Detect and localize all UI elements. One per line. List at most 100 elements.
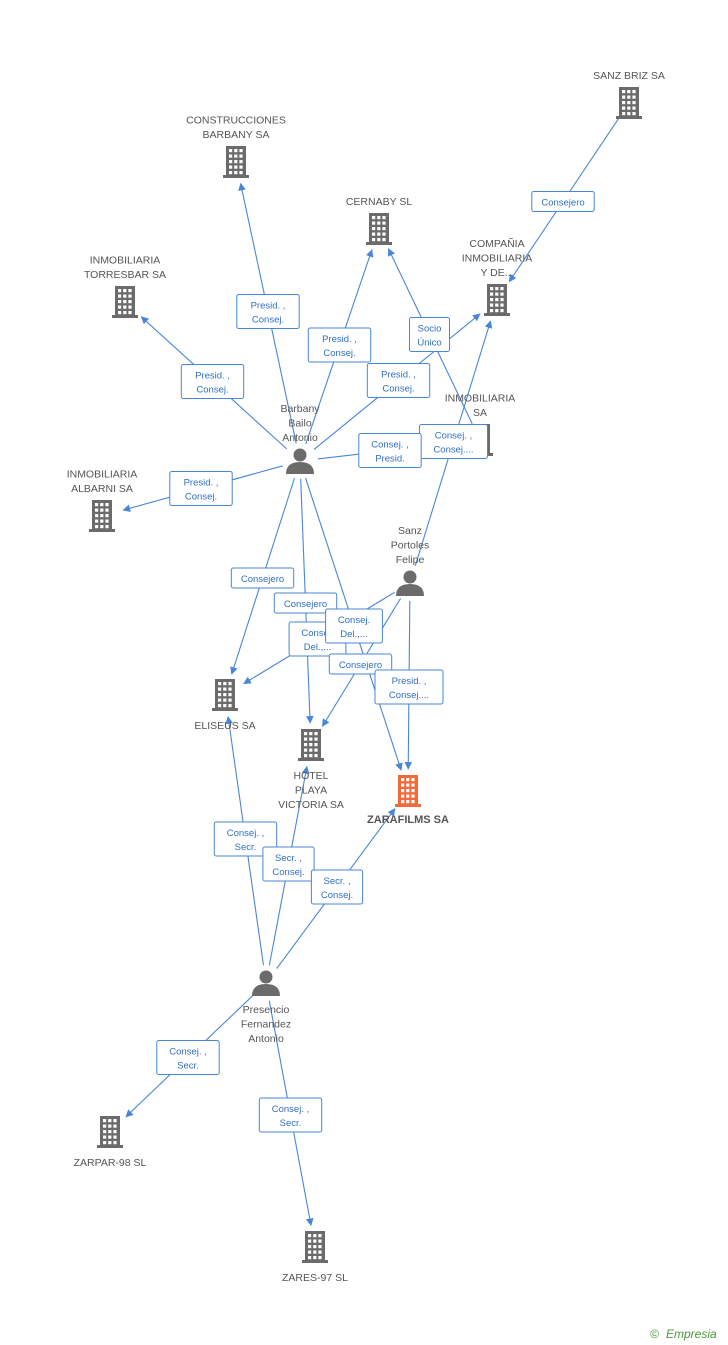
node-cernaby[interactable]: CERNABY SL [346,196,412,245]
edge-label-text: Presid. , [184,478,219,489]
edge-label-text: Consej. [185,492,217,503]
edge-label-text: Secr. , [324,876,351,887]
edge-label-text: Consej. [338,615,370,626]
node-label: Antonio [248,1033,284,1045]
edge-label-text: Consej. , [435,431,473,442]
edge-label-presencio-to-zarafilms[interactable]: Secr. , Consej. [310,869,364,905]
edge-label-text: Consejero [241,574,284,585]
node-label: ALBARNI SA [71,483,133,495]
edge-label-presencio-to-zares[interactable]: Consej. ,Secr. [258,1097,323,1133]
edge-label-text: Presid. , [251,301,286,312]
building-icon [616,87,642,119]
building-icon [302,1231,328,1263]
edge-label-barbany-to-albarni[interactable]: Presid. , Consej. [169,471,233,506]
edge-label-barbany-to-compania[interactable]: Presid. , Consej. [366,363,431,398]
node-label: CERNABY SL [346,196,412,208]
edge-label-text: Consej. , [169,1047,207,1058]
node-zarpar[interactable]: ZARPAR-98 SL [74,1116,147,1169]
edge-label-text: Secr. [177,1061,199,1072]
edge-label-text: Consej. [382,384,414,395]
edge-label-sanz_portoles-to-compania[interactable]: Consej. ,Consej.... [419,424,488,459]
node-label: PLAYA [295,785,327,797]
node-zarafilms[interactable]: ZARAFILMS SA [367,775,449,826]
edge-label-text: Consejero [284,599,327,610]
edge-label-box [307,327,372,363]
edge-label-barbany-to-cernaby[interactable]: Presid. ,Consej. [307,327,372,363]
node-label: Portoles [391,540,430,552]
edge-label-text: Consej. [323,348,355,359]
node-label: TORRESBAR SA [84,269,166,281]
node-label: ZARES-97 SL [282,1272,348,1284]
edge-label-box [374,669,444,705]
edge-label-text: Consej.... [389,690,429,701]
node-label: INMOBILIARIA [445,393,516,405]
edge-label-box [236,294,300,329]
building-icon [223,146,249,178]
footer-logo: © Empresia [650,1327,717,1341]
node-label: Felipe [396,554,425,566]
node-label: Bailo [288,418,312,430]
edge-label-text: Consej. [252,315,284,326]
edge-label-text: Presid. [375,454,405,465]
edge-label-barbany-to-inmob_sa[interactable]: Consej. ,Presid. [358,433,422,468]
node-label: SANZ BRIZ SA [593,70,665,82]
node-label: Barbany [280,403,320,415]
edge-label-barbany-to-hotel[interactable]: Consejero [273,592,338,614]
node-torresbar[interactable]: INMOBILIARIA TORRESBAR SA [84,255,166,319]
building-icon [112,286,138,318]
node-label: CONSTRUCCIONES [186,115,286,127]
edge-label-box [180,364,245,399]
building-icon [484,284,510,316]
edge-label-barbany-to-construcciones[interactable]: Presid. , Consej. [236,294,300,329]
node-label: BARBANY SA [203,129,270,141]
edge-label-presencio-to-eliseus[interactable]: Consej. ,Secr. [213,821,278,857]
edge-label-sanz_portoles-to-zarafilms[interactable]: Presid. ,Consej.... [374,669,444,705]
node-label: INMOBILIARIA [67,469,138,481]
edge-label-barbany-to-torresbar[interactable]: Presid. ,Consej. [180,364,245,399]
edge-label-text: Consejero [339,660,382,671]
node-construcciones[interactable]: CONSTRUCCIONES BARBANY SA [186,115,286,179]
edge-label-box [358,433,422,468]
edge-label-text: Presid. , [195,371,230,382]
edge-label-presencio-to-hotel[interactable]: Secr. ,Consej. [262,846,315,882]
edge-label-text: Consej. [301,628,333,639]
edge-label-text: Del.,... [304,642,331,653]
node-label: Fernandez [241,1019,291,1031]
person-icon [396,570,424,596]
node-label: HOTEL [293,770,328,782]
edge-label-box [262,846,315,882]
edge-label-box [273,592,338,614]
node-label: ELISEUS SA [194,720,255,732]
edge-label-text: Socio [418,324,442,335]
edge-label-box [156,1040,220,1075]
edge-label-box [531,191,595,212]
node-label: INMOBILIARIA [90,255,161,267]
edge-label-presencio-to-zarpar[interactable]: Consej. , Secr. [156,1040,220,1075]
node-eliseus[interactable]: ELISEUS SA [194,679,256,732]
edge-label-text: Consej. [321,890,353,901]
brand-logo: Empresia [666,1327,717,1341]
edge-label-text: Presid. , [381,370,416,381]
building-icon [212,679,238,711]
node-zares[interactable]: ZARES-97 SL [282,1231,348,1284]
edge-label-barbany-to-zarafilms[interactable]: Consej. Del.,... [325,608,383,644]
edge-label-sanz_briz-to-compania[interactable]: Consejero [531,191,595,212]
node-sanz-briz[interactable]: SANZ BRIZ SA [593,70,665,119]
edge-label-box [310,869,364,905]
edge-label-barbany-to-eliseus[interactable]: Consejero [230,567,295,589]
copyright-symbol: © [650,1327,659,1341]
node-label: Antonio [282,432,318,444]
building-icon [366,213,392,245]
node-albarni[interactable]: INMOBILIARIA ALBARNI SA [67,469,138,533]
node-label: Y DE... [480,267,513,279]
edge-label-box [258,1097,323,1133]
edge-label-text: Del.,... [340,629,367,640]
edge-label-sanz_portoles-to-hotel[interactable]: Consejero [328,653,393,675]
node-label: INMOBILIARIA [462,253,533,265]
